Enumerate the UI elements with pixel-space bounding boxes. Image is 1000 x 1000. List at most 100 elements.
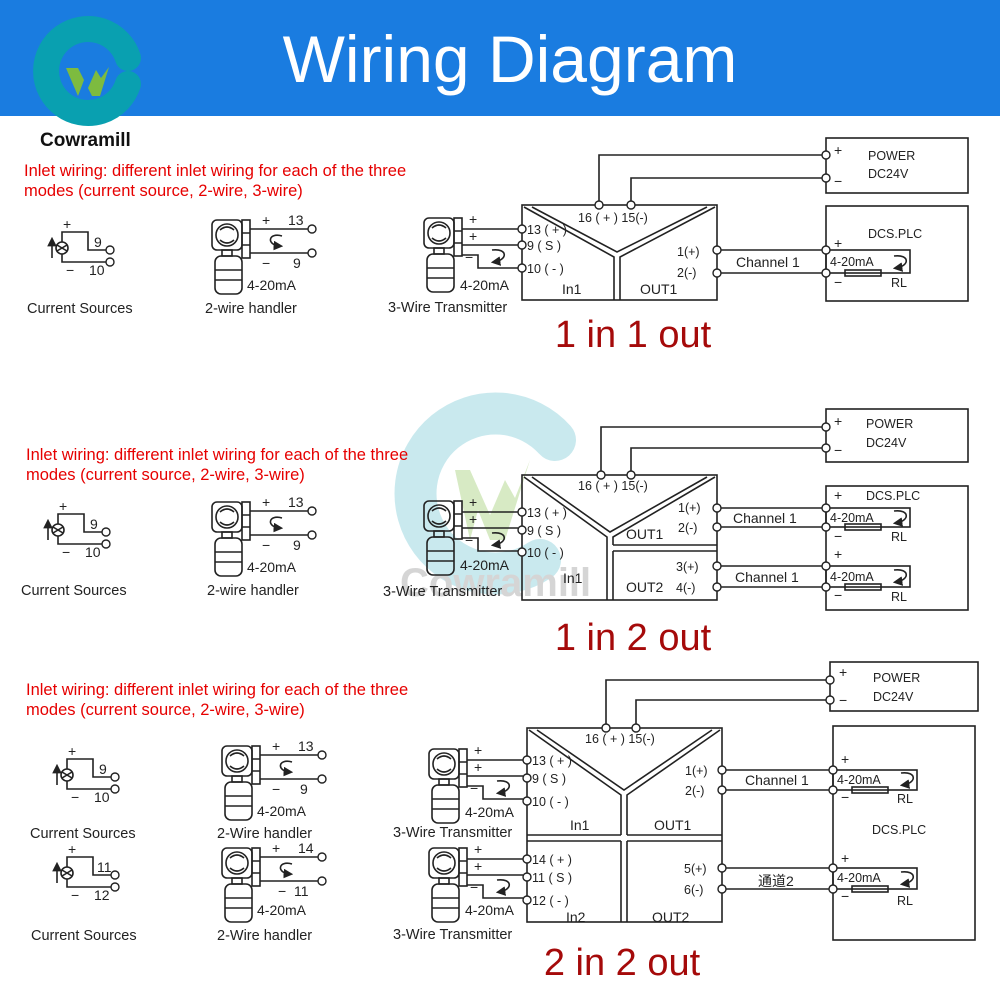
svg-text:4-20mA: 4-20mA [830,255,874,269]
svg-text:−: − [62,544,70,560]
svg-text:−: − [66,262,74,278]
current-source-label: Current Sources [27,301,133,317]
svg-text:9 ( S ): 9 ( S ) [527,239,561,253]
three-wire-diagram: ++ − 4-20mA 3-Wire Transmitter [388,211,518,316]
svg-text:DCS.PLC: DCS.PLC [872,823,926,837]
current-source-diagram: +9 −10 Current Sources [30,743,136,842]
three-wire-label: 3-Wire Transmitter [383,584,502,600]
brand-logo [33,16,141,126]
svg-text:14: 14 [298,840,314,856]
current-source-diagram: +9 −10 Current Sources [21,498,127,599]
svg-text:RL: RL [897,894,913,908]
svg-text:16 ( + ) 15(-): 16 ( + ) 15(-) [585,732,655,746]
channel-label: Channel 1 [745,772,809,788]
section-2-in-2-out: Inlet wiring: different inlet wiring for… [21,408,969,659]
svg-text:1(+): 1(+) [678,501,701,515]
svg-text:11 ( S ): 11 ( S ) [532,871,572,885]
svg-text:1(+): 1(+) [677,245,700,259]
svg-text:In1: In1 [562,281,582,297]
svg-text:16 ( + ) 15(-): 16 ( + ) 15(-) [578,479,648,493]
svg-text:Cowramill: Cowramill [400,561,591,605]
channel-label: Channel 1 [733,510,797,526]
svg-text:4-20mA: 4-20mA [460,277,510,293]
inlet-note-line2: modes (current source, 2-wire, 3-wire) [24,182,303,200]
three-wire-label: 3-Wire Transmitter [393,825,512,841]
power-supply-box: +− POWER DC24V [821,408,969,463]
svg-text:10 ( - ): 10 ( - ) [532,795,569,809]
svg-text:DCS.PLC: DCS.PLC [868,227,922,241]
svg-text:5(+): 5(+) [684,862,707,876]
svg-text:−: − [71,789,79,805]
svg-text:+: + [834,546,842,562]
two-wire-label: 2-wire handler [205,301,297,317]
svg-text:6(-): 6(-) [684,883,703,897]
svg-text:−: − [834,173,842,189]
dcs-plc-box: DCS.PLC +− 4-20mA RL +− 4-20mA RL [821,485,969,611]
svg-text:4-20mA: 4-20mA [257,902,307,918]
two-wire-diagram: +13 −9 4-20mA 2-wire handler [207,494,316,599]
svg-text:+: + [59,498,67,514]
inlet-note-line2: modes (current source, 2-wire, 3-wire) [26,701,305,719]
current-source-label: Current Sources [30,826,136,842]
svg-text:+: + [63,216,71,232]
svg-text:+: + [272,840,280,856]
dcs-plc-box: DCS.PLC +− 4-20mA RL [821,205,969,302]
inlet-note-line1: Inlet wiring: different inlet wiring for… [26,681,408,699]
power-supply-box: +− POWER DC24V [821,137,969,194]
channel-label: Channel 1 [736,254,800,270]
section-1-in-1-out: Inlet wiring: different inlet wiring for… [24,137,969,356]
svg-text:+: + [68,841,76,857]
svg-text:2(-): 2(-) [677,266,696,280]
current-source-label: Current Sources [21,583,127,599]
svg-text:4(-): 4(-) [676,581,695,595]
three-wire-diagram: ++ − 4-20mA 3-Wire Transmitter [393,841,523,943]
svg-text:−: − [71,887,79,903]
svg-text:9: 9 [293,255,301,271]
svg-text:10: 10 [89,262,105,278]
svg-text:−: − [465,532,473,548]
svg-text:10 ( - ): 10 ( - ) [527,546,564,560]
svg-text:4-20mA: 4-20mA [837,871,881,885]
inlet-note-line2: modes (current source, 2-wire, 3-wire) [26,466,305,484]
mode-title: 1 in 1 out [555,314,712,356]
svg-text:−: − [262,255,270,271]
svg-text:OUT1: OUT1 [626,526,664,542]
svg-text:3(+): 3(+) [676,560,699,574]
three-wire-label: 3-Wire Transmitter [388,300,507,316]
svg-text:10: 10 [85,544,101,560]
svg-text:+: + [834,413,842,429]
svg-text:+: + [474,759,482,775]
svg-text:OUT2: OUT2 [652,909,690,925]
svg-text:4-20mA: 4-20mA [460,557,510,573]
channel-label: 通道2 [758,873,794,889]
svg-text:4-20mA: 4-20mA [247,277,297,293]
svg-text:−: − [278,883,286,899]
svg-text:DC24V: DC24V [873,690,914,704]
page-title: Wiring Diagram [283,22,738,96]
svg-text:−: − [465,249,473,265]
svg-text:DCS.PLC: DCS.PLC [866,489,920,503]
two-wire-label: 2-wire handler [207,583,299,599]
two-wire-diagram: +13 −9 4-20mA 2-Wire handler [217,738,326,842]
svg-text:+: + [834,487,842,503]
svg-text:RL: RL [891,276,907,290]
inlet-note-line1: Inlet wiring: different inlet wiring for… [24,162,406,180]
svg-text:OUT1: OUT1 [654,817,692,833]
svg-text:10: 10 [94,789,110,805]
svg-text:11: 11 [294,883,309,899]
svg-text:1(+): 1(+) [685,764,708,778]
three-wire-label: 3-Wire Transmitter [393,927,512,943]
svg-text:+: + [262,494,270,510]
power-supply-box: +− POWER DC24V [825,661,979,712]
svg-text:+: + [272,738,280,754]
current-source-label: Current Sources [31,928,137,944]
two-wire-label: 2-Wire handler [217,928,312,944]
svg-text:In1: In1 [563,570,583,586]
isolator-module: 16 ( + ) 15(-) 13 ( + ) 9 ( S ) 10 ( - )… [517,426,826,601]
svg-text:9: 9 [293,537,301,553]
two-wire-label: 2-Wire handler [217,826,312,842]
brand-name: Cowramill [40,130,131,151]
svg-text:4-20mA: 4-20mA [247,559,297,575]
svg-text:13 ( + ): 13 ( + ) [527,223,567,237]
isolator-module: 16 ( + ) 15(-) 13 ( + ) 9 ( S ) 10 ( - )… [522,679,833,925]
